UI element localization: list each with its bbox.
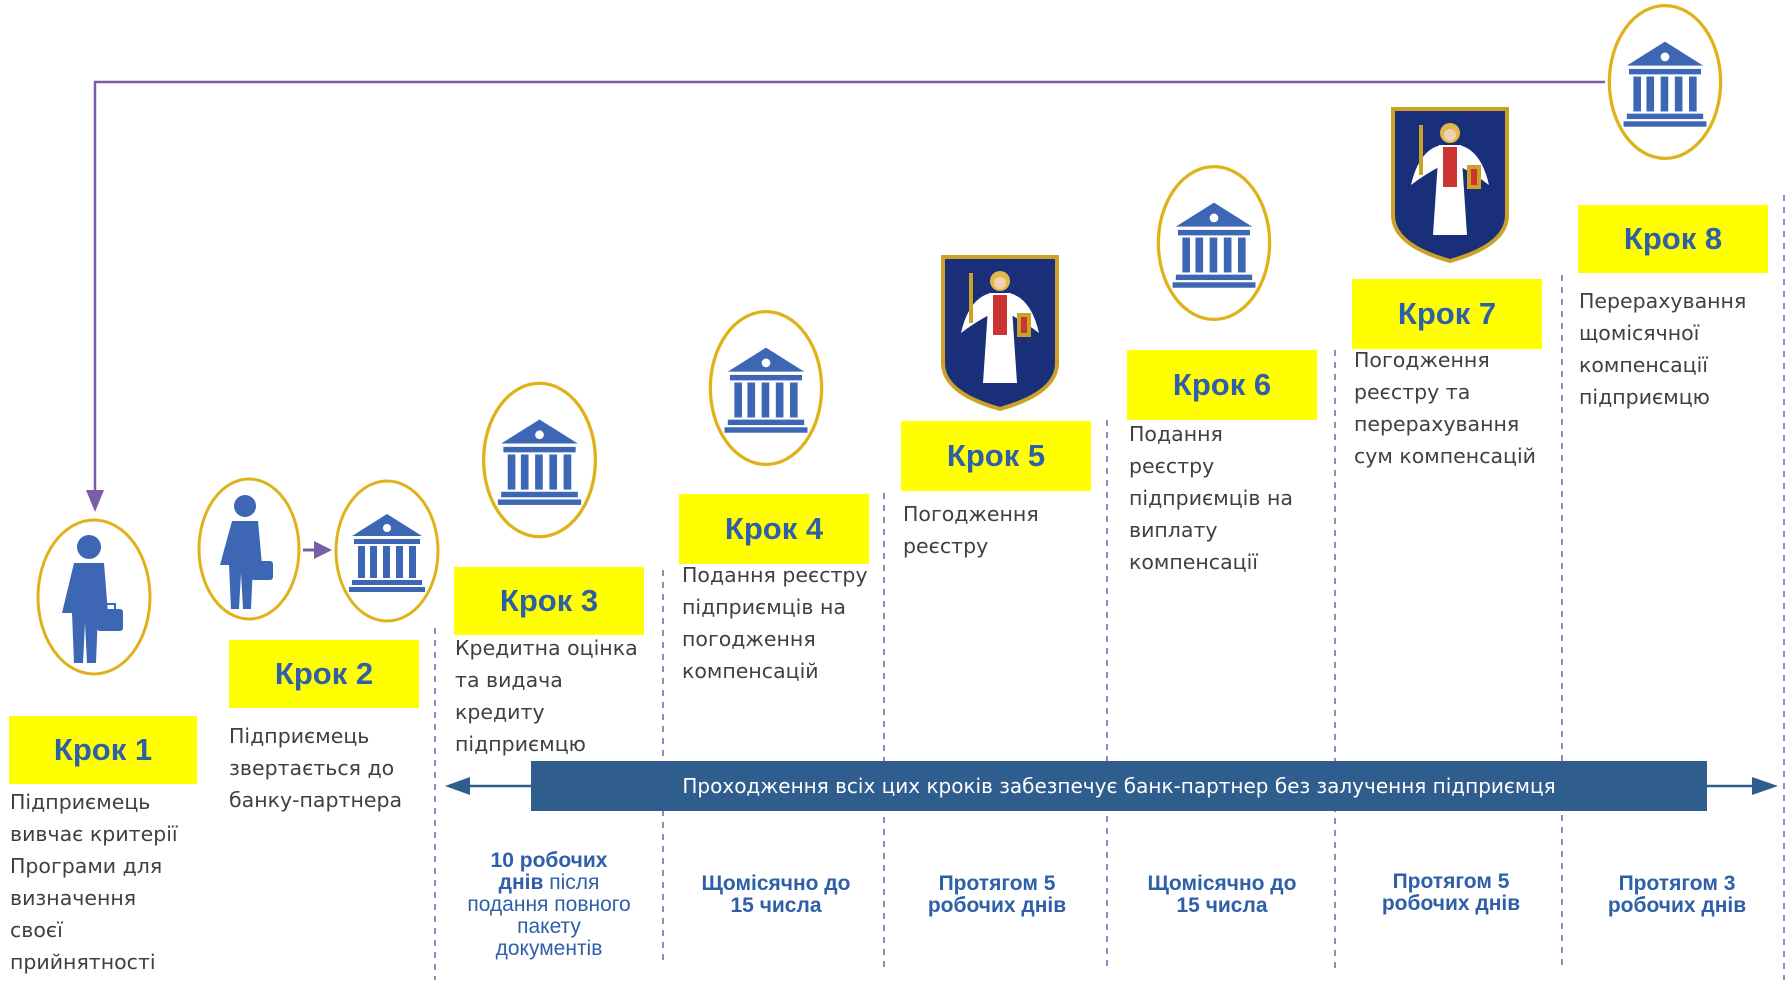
step-1-label: Крок 1 xyxy=(9,716,197,784)
businessman-icon xyxy=(195,476,303,622)
step-1-description: Підприємець вивчає критерії Програми для… xyxy=(10,790,178,974)
step-7-timing: Протягом 5 робочих днів xyxy=(1366,871,1536,915)
step-3-label: Крок 3 xyxy=(454,567,644,635)
step-4-timing-text: Щомісячно до 15 числа xyxy=(701,872,851,917)
step-4-label: Крок 4 xyxy=(679,494,869,564)
step-4-timing: Щомісячно до 15 числа xyxy=(696,873,856,917)
step-6-label: Крок 6 xyxy=(1127,350,1317,420)
bank-icon xyxy=(478,380,601,540)
step-4-description: Подання реєстру підприємців на погодженн… xyxy=(682,563,868,683)
step-8-timing-text: Протягом 3 робочих днів xyxy=(1607,872,1747,917)
step-5-label: Крок 5 xyxy=(901,421,1091,491)
step-3-timing-rest: після подання повного пакету документів xyxy=(467,871,631,960)
step-6-timing-text: Щомісячно до 15 числа xyxy=(1147,872,1297,917)
step-3-timing-bold: 10 робочих днів xyxy=(490,849,608,894)
step-8-description: Перерахування щомісячної компенсації під… xyxy=(1579,289,1747,409)
banner: Проходження всіх цих кроків забезпечує б… xyxy=(531,761,1707,811)
step-2-label: Крок 2 xyxy=(229,640,419,708)
step-8-label: Крок 8 xyxy=(1578,205,1768,273)
step-7-label: Крок 7 xyxy=(1352,279,1542,349)
bank-icon xyxy=(1154,163,1274,323)
bank-icon xyxy=(706,308,826,468)
step-5-timing: Протягом 5 робочих днів xyxy=(912,873,1082,917)
kyiv-coat-of-arms-icon xyxy=(939,253,1061,413)
step-5-description: Погодження реєстру xyxy=(903,502,1039,558)
bank-icon xyxy=(1605,2,1725,162)
step-3-timing: 10 робочих днів після подання повного па… xyxy=(466,850,632,960)
step-7-timing-text: Протягом 5 робочих днів xyxy=(1381,870,1521,915)
step-8-timing: Протягом 3 робочих днів xyxy=(1592,873,1762,917)
step-6-timing: Щомісячно до 15 числа xyxy=(1142,873,1302,917)
step-3-description: Кредитна оцінка та видача кредиту підпри… xyxy=(455,636,638,756)
step-5-timing-text: Протягом 5 робочих днів xyxy=(927,872,1067,917)
businessman-icon xyxy=(34,517,154,677)
step-7-description: Погодження реєстру та перерахування сум … xyxy=(1354,348,1536,468)
kyiv-coat-of-arms-icon xyxy=(1389,105,1511,265)
step-2-description: Підприємець звертається до банку-партнер… xyxy=(229,724,403,812)
step-6-description: Подання реєстру підприємців на виплату к… xyxy=(1129,422,1293,574)
bank-icon xyxy=(332,478,442,624)
